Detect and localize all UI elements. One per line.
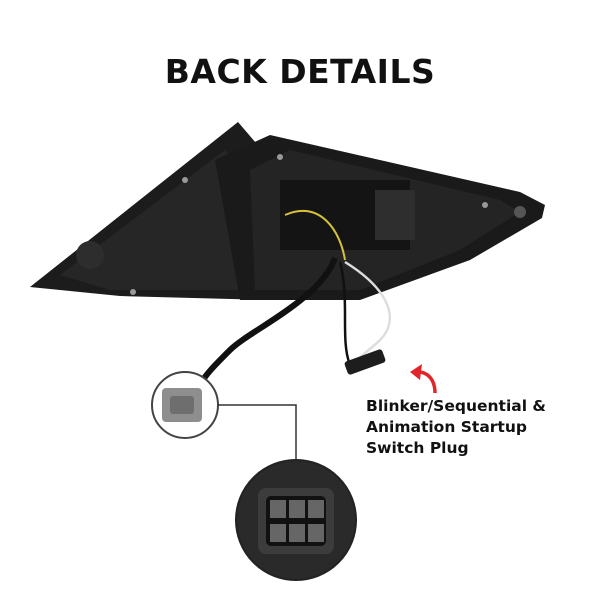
callout-line bbox=[218, 404, 297, 462]
wire-harness bbox=[197, 256, 338, 387]
switch-plug bbox=[344, 349, 386, 375]
caption-line: Switch Plug bbox=[366, 439, 469, 457]
caption-line: Blinker/Sequential & bbox=[366, 397, 546, 415]
caption-line: Animation Startup bbox=[366, 418, 527, 436]
switch-plug-caption: Blinker/Sequential & Animation Startup S… bbox=[366, 396, 546, 459]
page-title: BACK DETAILS bbox=[164, 52, 436, 91]
